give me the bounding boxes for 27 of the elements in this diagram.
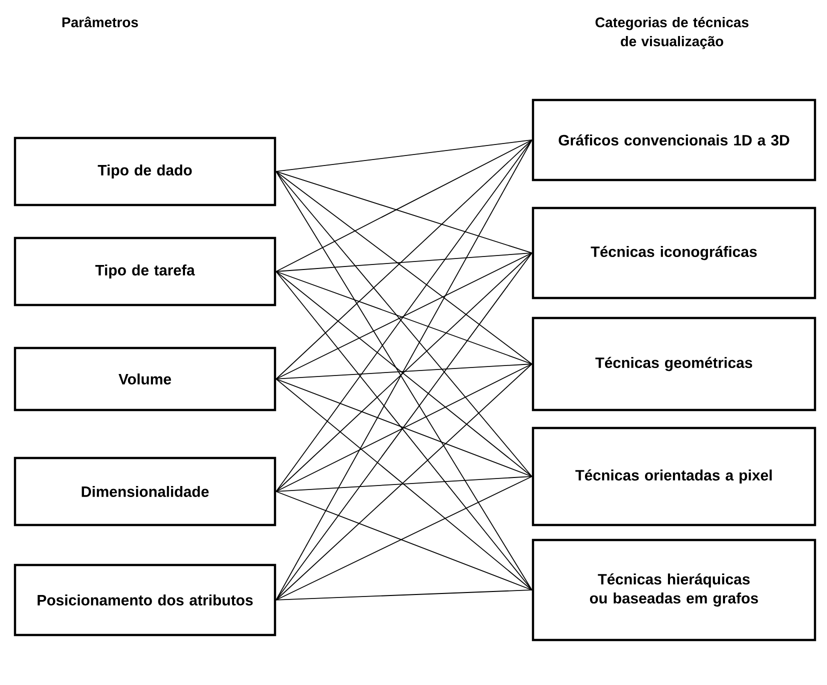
connector-line	[276, 140, 532, 380]
box: Tipo de tarefa	[14, 236, 276, 306]
box: Volume	[14, 346, 276, 412]
box: Técnicas orientadas a pixel	[532, 426, 816, 526]
connector-line	[276, 252, 532, 380]
connector-line	[276, 364, 532, 492]
connector-line	[276, 378, 532, 477]
connector-line	[276, 140, 532, 172]
connector-line	[276, 171, 532, 364]
box: Gráficos convencionais 1D a 3D	[532, 98, 816, 182]
box: Posicionamento dos atributos	[14, 564, 276, 636]
connector-line	[276, 476, 532, 600]
box: Técnicas hieráquicas ou baseadas em grafos	[532, 538, 816, 642]
connector-line	[276, 140, 532, 272]
column-heading: Parâmetros	[62, 16, 138, 28]
box: Técnicas geométricas	[532, 316, 816, 412]
connector-line	[276, 491, 532, 590]
box: Técnicas iconográficas	[532, 206, 816, 300]
box: Dimensionalidade	[14, 456, 276, 526]
connector-line	[276, 252, 532, 272]
column-heading: Categorias de técnicas de visualização	[596, 16, 748, 50]
connector-line	[276, 590, 532, 600]
connector-line	[276, 476, 532, 492]
connector-line	[276, 271, 532, 364]
connector-line	[276, 171, 532, 254]
box: Tipo de dado	[14, 136, 276, 206]
connector-line	[276, 364, 532, 380]
